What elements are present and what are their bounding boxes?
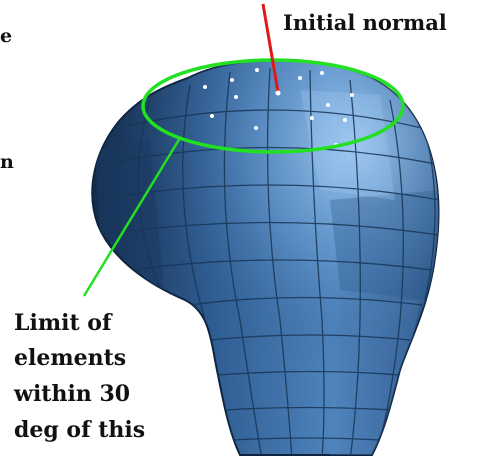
edge-fragment-1: e bbox=[0, 25, 12, 47]
selected-element-dot bbox=[350, 93, 354, 97]
limit-label-line-2: elements bbox=[14, 345, 126, 371]
limit-label-line-4: deg of this bbox=[14, 417, 145, 443]
initial-normal-label: Initial normal bbox=[283, 10, 447, 35]
selected-element-dot bbox=[343, 118, 347, 122]
limit-label: Limit of elements within 30 deg of this bbox=[13, 310, 145, 443]
selected-element-dot bbox=[310, 116, 314, 120]
limit-label-line-3: within 30 bbox=[13, 381, 130, 407]
selected-element-dot bbox=[326, 103, 330, 107]
selected-element-dot bbox=[230, 78, 234, 82]
selected-element-dot bbox=[203, 85, 207, 89]
selected-element-dot bbox=[234, 95, 238, 99]
selected-element-dot bbox=[320, 71, 324, 75]
edge-fragment-2: n bbox=[0, 151, 14, 173]
limit-label-line-1: Limit of bbox=[14, 310, 113, 336]
selected-element-dot bbox=[254, 126, 258, 130]
selected-element-dot bbox=[210, 114, 214, 118]
normal-origin-dot bbox=[276, 91, 281, 96]
selected-element-dot bbox=[255, 68, 259, 72]
selected-element-dot bbox=[298, 76, 302, 80]
